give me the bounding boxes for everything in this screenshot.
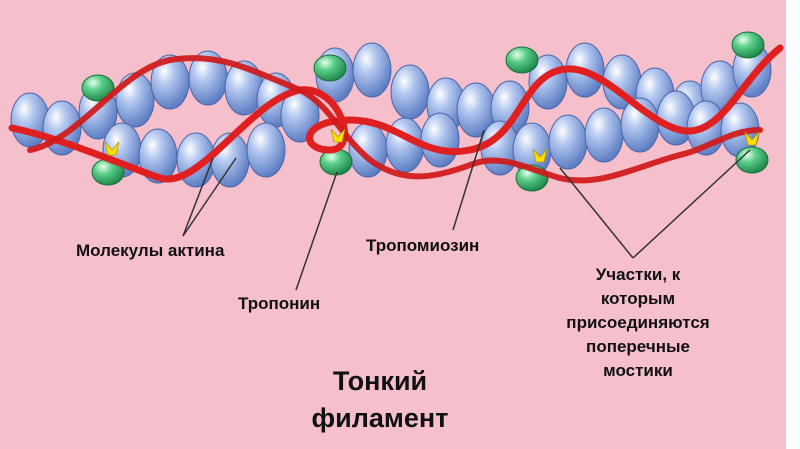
actin-bead <box>352 42 392 98</box>
troponin-complex <box>313 54 347 82</box>
binding-sites-label-line: присоединяются <box>566 313 710 332</box>
tropomyosin-pointer <box>452 129 485 231</box>
binding-site-marker <box>744 131 760 146</box>
actin-bead <box>584 107 624 163</box>
troponin-complex <box>505 46 539 74</box>
actin-bead <box>390 64 430 120</box>
binding-sites-label-line: Участки, к <box>595 265 681 284</box>
diagram-title: Тонкий филамент <box>300 363 460 437</box>
actin-bead <box>420 112 460 168</box>
binding-sites-label: Участки, к которым присоединяются попере… <box>520 263 756 383</box>
troponin-label: Тропонин <box>238 294 321 313</box>
tropomyosin-strand <box>8 44 784 183</box>
sites-pointer-1 <box>559 167 634 259</box>
binding-site-marker <box>330 128 346 143</box>
troponin-pointer <box>295 171 338 291</box>
troponin-complex <box>81 74 115 102</box>
diagram-title-line: филамент <box>311 403 449 433</box>
actin-bead <box>548 114 588 170</box>
actin-label: Молекулы актина <box>76 241 225 260</box>
binding-sites-label-line: поперечные <box>586 337 690 356</box>
tropomyosin-strand-2 <box>27 55 763 184</box>
troponin-complex <box>731 31 765 59</box>
troponin-complex <box>735 146 769 174</box>
binding-sites <box>104 128 760 163</box>
actin-bead <box>246 122 286 178</box>
actin-bead <box>115 72 155 128</box>
binding-sites-label-line: которым <box>600 289 676 308</box>
actin-pointer-2 <box>182 157 237 237</box>
sites-pointer-2 <box>632 149 751 259</box>
binding-sites-label-line: мостики <box>603 361 673 380</box>
actin-molecules <box>10 42 772 188</box>
diagram-title-line: Тонкий <box>332 366 428 396</box>
actin-pointer-1 <box>182 157 214 237</box>
tropomyosin-label: Тропомиозин <box>366 236 480 255</box>
binding-site-marker <box>104 141 120 156</box>
binding-site-marker <box>532 148 548 163</box>
